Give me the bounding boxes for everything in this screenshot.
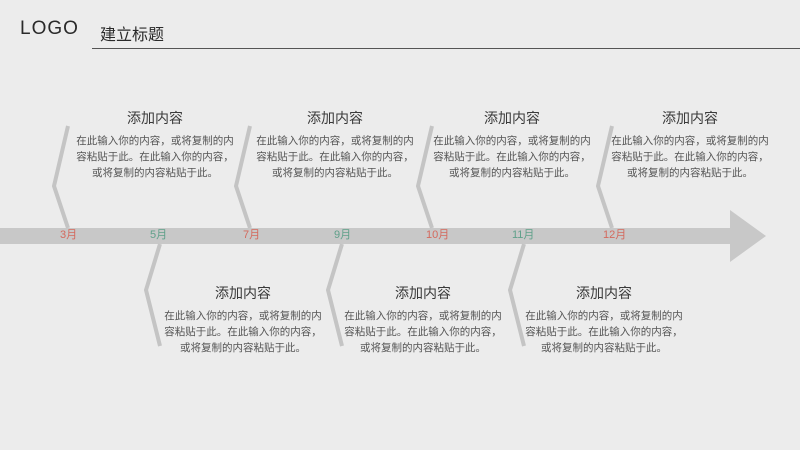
entry-text: 在此输入你的内容，或将复制的内容粘贴于此。在此输入你的内容，或将复制的内容粘贴于… xyxy=(344,310,502,354)
month-label: 11月 xyxy=(512,229,535,241)
timeline-entry: 添加内容在此输入你的内容，或将复制的内容粘贴于此。在此输入你的内容，或将复制的内… xyxy=(610,108,770,181)
entry-text: 在此输入你的内容，或将复制的内容粘贴于此。在此输入你的内容，或将复制的内容粘贴于… xyxy=(256,135,414,179)
timeline-entry: 添加内容在此输入你的内容，或将复制的内容粘贴于此。在此输入你的内容，或将复制的内… xyxy=(524,283,684,356)
timeline-arrow xyxy=(0,210,766,262)
entry-title: 添加内容 xyxy=(662,111,718,127)
timeline-entry: 添加内容在此输入你的内容，或将复制的内容粘贴于此。在此输入你的内容，或将复制的内… xyxy=(343,283,503,356)
entry-title: 添加内容 xyxy=(307,111,363,127)
entry-text: 在此输入你的内容，或将复制的内容粘贴于此。在此输入你的内容，或将复制的内容粘贴于… xyxy=(164,310,322,354)
entry-text: 在此输入你的内容，或将复制的内容粘贴于此。在此输入你的内容，或将复制的内容粘贴于… xyxy=(611,135,769,179)
entry-title: 添加内容 xyxy=(127,111,183,127)
page-title: 建立标题 xyxy=(100,25,165,44)
timeline-entry: 添加内容在此输入你的内容，或将复制的内容粘贴于此。在此输入你的内容，或将复制的内… xyxy=(432,108,592,181)
entry-title: 添加内容 xyxy=(395,286,451,302)
month-label: 9月 xyxy=(334,229,352,241)
month-label: 7月 xyxy=(243,229,261,241)
timeline-chevron xyxy=(143,243,162,347)
timeline-entry: 添加内容在此输入你的内容，或将复制的内容粘贴于此。在此输入你的内容，或将复制的内… xyxy=(75,108,235,181)
header-divider xyxy=(92,48,800,49)
entry-text: 在此输入你的内容，或将复制的内容粘贴于此。在此输入你的内容，或将复制的内容粘贴于… xyxy=(525,310,683,354)
timeline-chevron xyxy=(51,125,70,229)
entry-title: 添加内容 xyxy=(484,111,540,127)
month-label: 12月 xyxy=(603,229,627,241)
timeline-chevron xyxy=(325,243,344,347)
entry-text: 在此输入你的内容，或将复制的内容粘贴于此。在此输入你的内容，或将复制的内容粘贴于… xyxy=(433,135,591,179)
month-label: 10月 xyxy=(426,229,450,241)
timeline-chevron xyxy=(415,125,434,229)
entry-title: 添加内容 xyxy=(215,286,271,302)
timeline-entry: 添加内容在此输入你的内容，或将复制的内容粘贴于此。在此输入你的内容，或将复制的内… xyxy=(163,283,323,356)
month-label: 5月 xyxy=(150,229,168,241)
timeline-chevron xyxy=(507,243,526,347)
logo: LOGO xyxy=(20,18,79,39)
entry-text: 在此输入你的内容，或将复制的内容粘贴于此。在此输入你的内容，或将复制的内容粘贴于… xyxy=(76,135,234,179)
timeline-entry: 添加内容在此输入你的内容，或将复制的内容粘贴于此。在此输入你的内容，或将复制的内… xyxy=(255,108,415,181)
entry-title: 添加内容 xyxy=(576,286,632,302)
timeline-chevron xyxy=(595,125,614,229)
month-label: 3月 xyxy=(60,229,78,241)
timeline-chevron xyxy=(233,125,252,229)
